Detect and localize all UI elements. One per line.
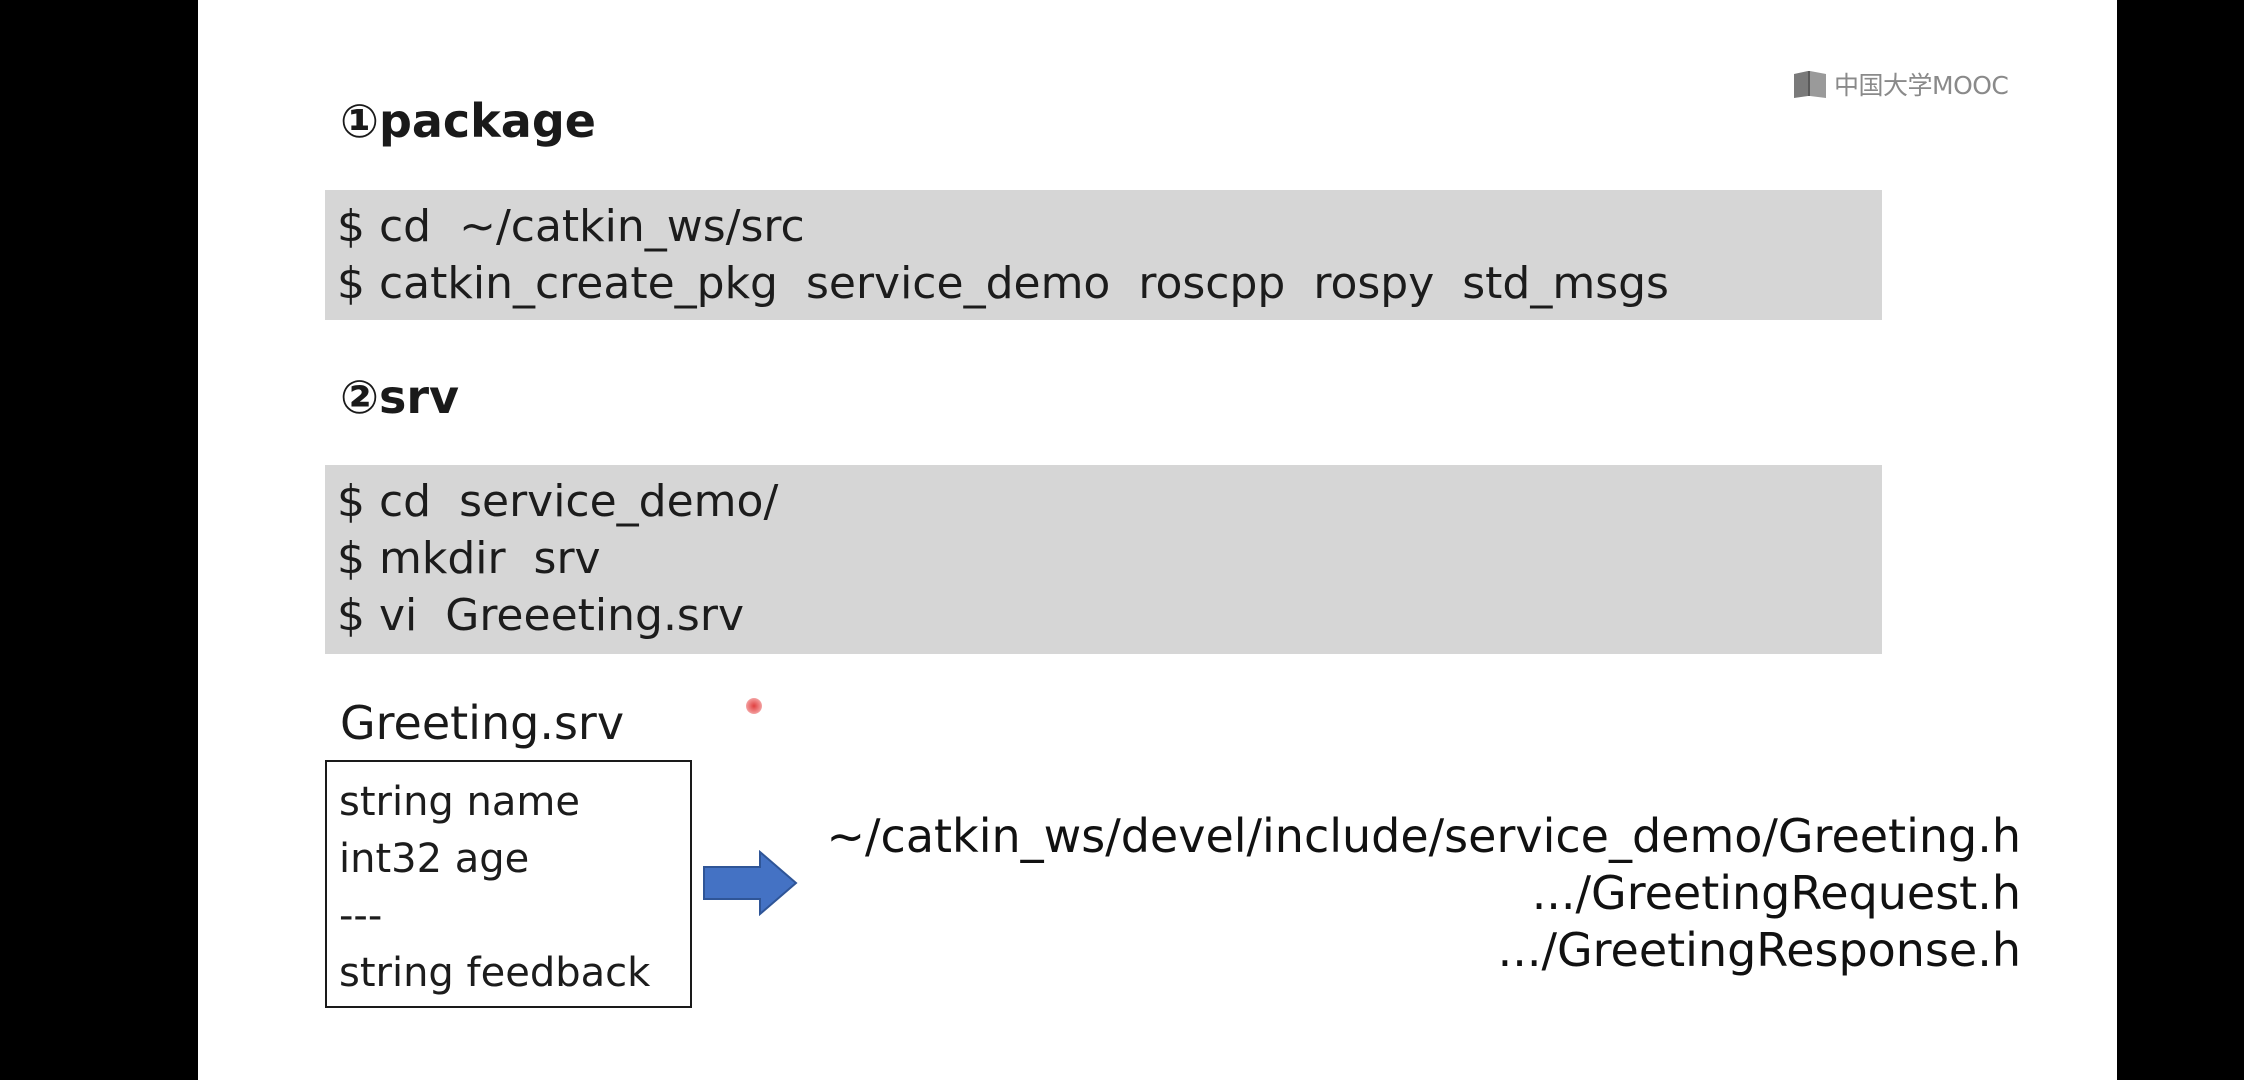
srv-command-box: $ cd service_demo/ $ mkdir srv $ vi Gree… xyxy=(325,465,1882,654)
command-line: $ cd service_demo/ xyxy=(337,476,779,527)
slide: 中国大学MOOC ①package $ cd ~/catkin_ws/src $… xyxy=(198,0,2117,1080)
heading-package: ①package xyxy=(340,94,596,148)
command-line: $ vi Greeeting.srv xyxy=(337,590,744,641)
package-command-box: $ cd ~/catkin_ws/src $ catkin_create_pkg… xyxy=(325,190,1882,320)
srv-field: string name xyxy=(339,779,580,825)
book-logo-icon xyxy=(1794,71,1826,98)
mooc-watermark: 中国大学MOOC xyxy=(1792,66,2009,102)
heading-srv: ②srv xyxy=(340,370,459,424)
heading-greeting-srv: Greeting.srv xyxy=(340,696,625,750)
command-line: $ cd ~/catkin_ws/src xyxy=(337,201,805,252)
command-line: $ mkdir srv xyxy=(337,533,601,584)
srv-definition-box: string name int32 age --- string feedbac… xyxy=(325,760,692,1008)
watermark-text: 中国大学MOOC xyxy=(1834,71,2009,100)
generated-header-path: .../GreetingRequest.h xyxy=(1531,866,2021,920)
command-line: $ catkin_create_pkg service_demo roscpp … xyxy=(337,258,1669,309)
srv-field: string feedback xyxy=(339,950,651,996)
generated-header-path: ~/catkin_ws/devel/include/service_demo/G… xyxy=(826,809,2022,863)
srv-separator: --- xyxy=(339,893,383,939)
generated-headers: ~/catkin_ws/devel/include/service_demo/G… xyxy=(827,808,2022,979)
pointer-cursor xyxy=(746,698,762,714)
right-arrow-icon xyxy=(703,850,798,916)
generated-header-path: .../GreetingResponse.h xyxy=(1497,923,2021,977)
srv-field: int32 age xyxy=(339,836,530,882)
